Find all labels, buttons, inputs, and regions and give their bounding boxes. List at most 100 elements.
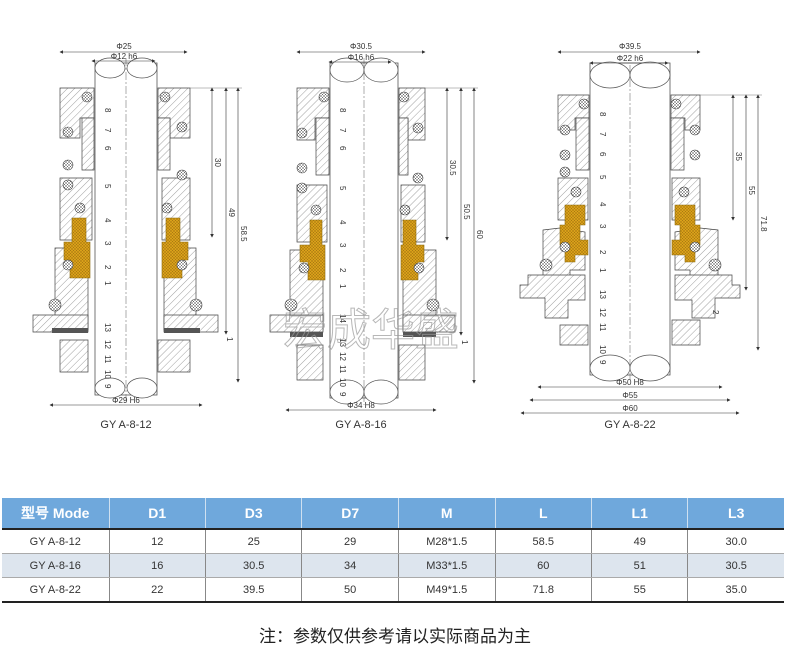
svg-text:12: 12	[103, 340, 112, 349]
cell-d1: 16	[109, 553, 206, 578]
svg-text:1: 1	[338, 284, 347, 289]
svg-text:5: 5	[103, 184, 112, 189]
svg-text:8: 8	[103, 108, 112, 113]
cell-l: 58.5	[495, 529, 593, 554]
seal-face-right	[400, 219, 425, 281]
svg-text:1: 1	[103, 281, 112, 286]
dim-l3: 30.5	[448, 160, 457, 176]
svg-text:12: 12	[598, 308, 607, 317]
cell-d3: 39.5	[205, 577, 303, 603]
drawing-caption: GY A-8-16	[335, 419, 386, 431]
svg-text:9: 9	[103, 384, 112, 389]
cell-d7: 50	[301, 577, 399, 603]
cell-d1: 12	[109, 529, 206, 554]
svg-text:9: 9	[338, 392, 347, 397]
dim-bottom-diameter: Φ29 H6	[112, 396, 140, 405]
cell-d3: 25	[205, 529, 303, 554]
svg-text:2: 2	[103, 265, 112, 270]
spec-table: 型号 Mode D1 D3 D7 M L L1 L3 GY A-8-12 12 …	[2, 498, 784, 603]
cell-l1: 55	[591, 577, 689, 603]
dim-shaft-diameter: Φ16 h6	[348, 53, 375, 62]
drawing-caption: GY A-8-22	[604, 419, 655, 431]
cell-d7: 34	[301, 553, 399, 578]
svg-text:13: 13	[598, 290, 607, 299]
svg-text:2: 2	[338, 268, 347, 273]
table-row: GY A-8-12 12 25 29 M28*1.5 58.5 49 30.0	[2, 529, 784, 554]
table-row: GY A-8-22 22 39.5 50 M49*1.5 71.8 55 35.…	[2, 577, 784, 603]
svg-text:14: 14	[338, 314, 347, 323]
svg-text:6: 6	[338, 146, 347, 151]
header-l1: L1	[591, 498, 689, 530]
cell-l1: 51	[591, 553, 689, 578]
svg-text:5: 5	[598, 175, 607, 180]
cell-m: M33*1.5	[398, 553, 496, 578]
seal-face-left	[299, 219, 326, 281]
drawing-gya-8-16: 8 7 6 5 4 3 2 1 14 13 12 11 10 9 Φ30.5 Φ…	[269, 42, 484, 431]
dim-l3: 30	[213, 158, 222, 167]
svg-text:7: 7	[598, 132, 607, 137]
shaft-bottom-end	[94, 377, 126, 399]
header-m: M	[398, 498, 496, 530]
dim-shaft-diameter: Φ12 h6	[111, 52, 138, 61]
svg-text:2: 2	[598, 250, 607, 255]
svg-text:9: 9	[598, 360, 607, 365]
watermark: 宏成华盛	[283, 305, 459, 356]
header-d7: D7	[301, 498, 399, 530]
o-ring	[81, 91, 93, 103]
cell-model: GY A-8-16	[2, 553, 110, 578]
cell-l: 71.8	[495, 577, 593, 603]
cell-l3: 35.0	[687, 577, 784, 603]
dim-gap: 1	[460, 340, 469, 345]
svg-text:6: 6	[103, 146, 112, 151]
part-number-labels: 8 7 6 5 4 3 2 1 14 13 12 11 10 9	[338, 108, 347, 397]
drawing-caption: GY A-8-12	[100, 419, 151, 431]
dim-l1: 49	[227, 208, 236, 217]
dim-l3: 35	[734, 152, 743, 161]
svg-text:3: 3	[598, 224, 607, 229]
dim-shaft-diameter: Φ22 h6	[617, 54, 644, 63]
dim-l1: 50.5	[462, 204, 471, 220]
svg-text:11: 11	[338, 365, 347, 374]
dim-seat-diameter: Φ50 H8	[616, 378, 644, 387]
dim-l: 60	[475, 230, 484, 239]
svg-text:3: 3	[103, 241, 112, 246]
dim-l1: 55	[747, 186, 756, 195]
header-model: 型号 Mode	[2, 498, 110, 530]
drawing-gya-8-12: 8 7 6 5 4 3 2 1 13 12 11 10 9 Φ25 Φ12 h6…	[32, 42, 248, 431]
table-row: GY A-8-16 16 30.5 34 M33*1.5 60 51 30.5	[2, 553, 784, 578]
svg-text:13: 13	[103, 323, 112, 332]
dim-l: 58.5	[239, 226, 248, 242]
dim-outer-diameter: Φ30.5	[350, 42, 373, 51]
svg-text:3: 3	[338, 243, 347, 248]
svg-text:6: 6	[598, 152, 607, 157]
svg-text:10: 10	[338, 378, 347, 387]
dim-gap: 1	[225, 337, 234, 342]
header-d3: D3	[205, 498, 303, 530]
dim-bottom-diameter: Φ34 H8	[347, 401, 375, 410]
dim-max-diameter: Φ60	[622, 404, 638, 413]
svg-text:1: 1	[598, 268, 607, 273]
cell-model: GY A-8-12	[2, 529, 110, 554]
cell-l: 60	[495, 553, 593, 578]
table-header-row: 型号 Mode D1 D3 D7 M L L1 L3	[2, 498, 784, 530]
dim-outer-diameter: Φ25	[116, 42, 132, 51]
cell-m: M28*1.5	[398, 529, 496, 554]
header-l3: L3	[687, 498, 784, 530]
svg-text:10: 10	[103, 370, 112, 379]
svg-text:10: 10	[598, 345, 607, 354]
part-number-labels: 8 7 6 5 4 3 2 1 13 12 11 10 9	[598, 112, 607, 365]
svg-text:7: 7	[338, 128, 347, 133]
svg-text:11: 11	[103, 355, 112, 364]
shaft-top-end	[94, 57, 126, 79]
cell-d1: 22	[109, 577, 206, 603]
svg-text:4: 4	[103, 218, 112, 223]
dim-gap: 2	[711, 310, 720, 315]
drawing-gya-8-22: 8 7 6 5 4 3 2 1 13 12 11 10 9 Φ39.5 Φ22 …	[519, 42, 768, 431]
cell-d7: 29	[301, 529, 399, 554]
dim-flange-diameter: Φ55	[622, 391, 638, 400]
dim-l: 71.8	[759, 216, 768, 232]
svg-text:12: 12	[338, 352, 347, 361]
svg-text:13: 13	[338, 338, 347, 347]
cell-l3: 30.5	[687, 553, 784, 578]
cell-d3: 30.5	[205, 553, 303, 578]
